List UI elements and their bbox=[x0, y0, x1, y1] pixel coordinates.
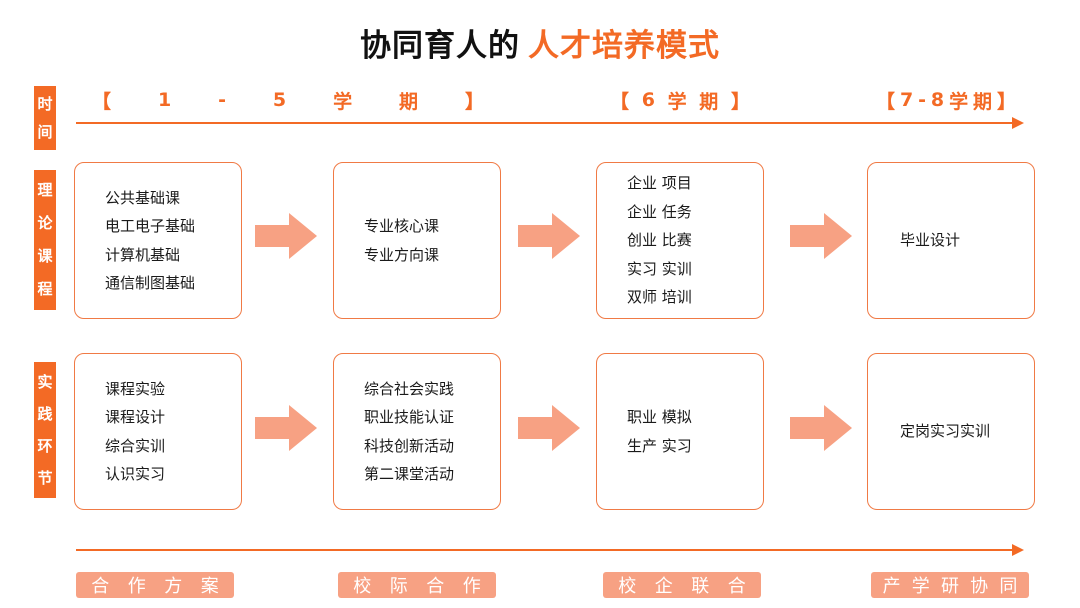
side-label-time: 时 间 bbox=[34, 86, 56, 150]
right-arrow-icon bbox=[255, 405, 317, 451]
practice-card-2: 综合社会实践 职业技能认证 科技创新活动 第二课堂活动 bbox=[333, 353, 501, 510]
term-char: 期 bbox=[973, 90, 993, 113]
coop-char: 联 bbox=[691, 576, 710, 597]
card-item: 课程设计 bbox=[105, 408, 166, 426]
coop-char: 方 bbox=[164, 576, 183, 597]
term-char: 7 bbox=[899, 89, 914, 111]
term-char: 学 bbox=[949, 90, 969, 113]
coop-char: 校 bbox=[618, 576, 637, 597]
coop-char: 企 bbox=[654, 576, 673, 597]
card-item: 通信制图基础 bbox=[105, 274, 196, 292]
card-item: 科技创新活动 bbox=[364, 436, 455, 455]
card-item: 电工电子基础 bbox=[105, 217, 196, 235]
card-item: 毕业设计 bbox=[900, 231, 961, 250]
card-item: 创业 比赛 bbox=[627, 231, 692, 250]
term-char: 1 bbox=[157, 89, 172, 111]
term-char: 期 bbox=[399, 90, 419, 113]
coop-label-4: 产 学 研 协 同 bbox=[871, 572, 1029, 598]
term-char: 【 bbox=[876, 90, 896, 113]
side-label-char: 实 bbox=[37, 372, 53, 391]
coop-char: 合 bbox=[727, 576, 746, 597]
coop-char: 校 bbox=[353, 576, 372, 597]
practice-card-1: 课程实验 课程设计 综合实训 认识实习 bbox=[74, 353, 242, 510]
side-label-practice: 实 践 环 节 bbox=[34, 362, 56, 498]
coop-label-1: 合 作 方 案 bbox=[76, 572, 234, 598]
timeline-arrow-top bbox=[76, 117, 1024, 129]
term-char: 期 bbox=[699, 90, 719, 113]
card-item: 企业 任务 bbox=[627, 202, 692, 221]
side-label-char: 论 bbox=[37, 214, 53, 232]
coop-char: 研 bbox=[940, 576, 959, 597]
right-arrow-icon bbox=[790, 213, 852, 259]
coop-char: 作 bbox=[127, 576, 146, 597]
practice-card-4: 定岗实习实训 bbox=[867, 353, 1035, 510]
term-6: 【 6 学 期 】 bbox=[610, 88, 750, 113]
coop-char: 学 bbox=[911, 576, 930, 597]
term-char: 学 bbox=[667, 90, 687, 113]
timeline-arrow-bottom bbox=[76, 544, 1024, 556]
side-label-char: 理 bbox=[37, 181, 53, 199]
page-title: 协同育人的人才培养模式 bbox=[0, 20, 1080, 65]
term-char: - bbox=[918, 89, 926, 111]
card-item: 生产 实习 bbox=[627, 436, 692, 455]
card-item: 专业核心课 bbox=[364, 217, 440, 235]
card-item: 职业技能认证 bbox=[364, 408, 455, 426]
side-label-char: 程 bbox=[37, 280, 53, 298]
term-char: 5 bbox=[272, 89, 287, 111]
term-char: - bbox=[218, 89, 226, 111]
coop-char: 合 bbox=[91, 576, 110, 597]
right-arrow-icon bbox=[790, 405, 852, 451]
right-arrow-icon bbox=[518, 213, 580, 259]
card-item: 计算机基础 bbox=[105, 245, 181, 264]
card-item: 综合社会实践 bbox=[364, 379, 455, 398]
term-1-5: 【 1 - 5 学 期 】 bbox=[92, 88, 484, 113]
side-label-char: 间 bbox=[37, 122, 53, 141]
coop-char: 际 bbox=[389, 576, 408, 597]
theory-card-4: 毕业设计 bbox=[867, 162, 1035, 319]
coop-char: 案 bbox=[200, 576, 219, 597]
term-char: 【 bbox=[92, 90, 112, 113]
side-label-char: 时 bbox=[37, 94, 53, 113]
card-item: 综合实训 bbox=[105, 436, 166, 455]
coop-char: 合 bbox=[426, 576, 445, 597]
card-item: 专业方向课 bbox=[364, 245, 440, 264]
card-item: 定岗实习实训 bbox=[900, 422, 991, 441]
card-item: 第二课堂活动 bbox=[364, 465, 455, 483]
coop-label-2: 校 际 合 作 bbox=[338, 572, 496, 598]
side-label-theory: 理 论 课 程 bbox=[34, 170, 56, 310]
term-7-8: 【 7 - 8 学 期 】 bbox=[876, 88, 1016, 113]
card-item: 实习 实训 bbox=[627, 259, 692, 278]
term-char: 6 bbox=[641, 89, 655, 111]
coop-char: 产 bbox=[882, 576, 901, 597]
side-label-char: 环 bbox=[37, 436, 53, 455]
card-item: 企业 项目 bbox=[627, 174, 692, 193]
side-label-char: 课 bbox=[37, 247, 53, 265]
term-char: 】 bbox=[730, 90, 750, 113]
coop-char: 同 bbox=[999, 576, 1018, 597]
coop-char: 协 bbox=[970, 576, 989, 597]
side-label-char: 节 bbox=[37, 468, 53, 487]
right-arrow-icon bbox=[518, 405, 580, 451]
card-item: 职业 模拟 bbox=[627, 408, 692, 426]
term-char: 】 bbox=[464, 90, 484, 113]
card-item: 课程实验 bbox=[105, 379, 166, 398]
card-item: 公共基础课 bbox=[105, 188, 181, 207]
practice-card-3: 职业 模拟 生产 实习 bbox=[596, 353, 764, 510]
title-main: 协同育人的 bbox=[360, 28, 520, 64]
coop-char: 作 bbox=[462, 576, 481, 597]
coop-label-3: 校 企 联 合 bbox=[603, 572, 761, 598]
term-char: 】 bbox=[996, 90, 1016, 113]
card-item: 双师 培训 bbox=[627, 288, 692, 307]
term-char: 8 bbox=[930, 89, 945, 111]
term-char: 学 bbox=[333, 90, 353, 113]
theory-card-3: 企业 项目 企业 任务 创业 比赛 实习 实训 双师 培训 bbox=[596, 162, 764, 319]
title-accent: 人才培养模式 bbox=[528, 28, 720, 64]
right-arrow-icon bbox=[255, 213, 317, 259]
card-item: 认识实习 bbox=[105, 465, 166, 483]
theory-card-1: 公共基础课 电工电子基础 计算机基础 通信制图基础 bbox=[74, 162, 242, 319]
side-label-char: 践 bbox=[37, 404, 53, 423]
term-char: 【 bbox=[610, 90, 630, 113]
theory-card-2: 专业核心课 专业方向课 bbox=[333, 162, 501, 319]
